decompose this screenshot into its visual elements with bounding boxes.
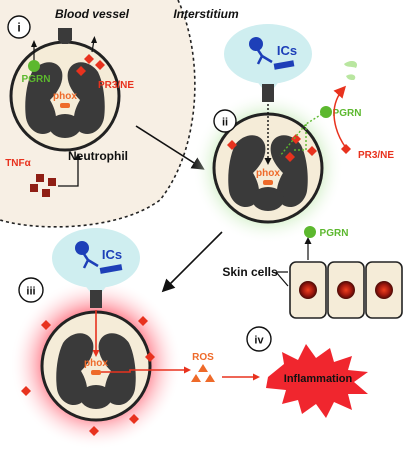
pr3-cleavage-arrow xyxy=(333,85,347,149)
region-label-interstitium: Interstitium xyxy=(173,7,239,21)
pgrn-degraded-fragment xyxy=(344,61,358,68)
step-i-label: i xyxy=(17,21,20,35)
pr3-diamonds-ii xyxy=(227,134,317,162)
inflammation-label: Inflammation xyxy=(284,373,353,385)
phox-to-ros-arrow xyxy=(101,369,186,373)
phox-complex-ii xyxy=(263,180,273,185)
ics-bubble-iii xyxy=(52,228,140,308)
step-i-badge: i xyxy=(7,15,31,39)
inflammation-burst xyxy=(266,344,368,418)
step-iv-label: iv xyxy=(254,335,264,347)
neutrophil-label: Neutrophil xyxy=(68,149,128,163)
step-iv-badge: iv xyxy=(246,326,272,352)
step-iii-label: iii xyxy=(26,286,35,298)
receptor-i xyxy=(58,28,72,44)
phox-label-iii: phox xyxy=(84,358,108,369)
ics-bubble-ii xyxy=(224,24,312,102)
arrow-ii-to-iii xyxy=(161,231,223,293)
neutrophil-cell-iii xyxy=(40,310,152,422)
region-label-blood-vessel: Blood vessel xyxy=(55,7,130,21)
pr3-diamond-ii-extracellular xyxy=(341,144,351,154)
arrow-i-to-ii xyxy=(135,125,205,170)
skin-cells-label: Skin cells xyxy=(222,265,278,279)
phox-label-i: phox xyxy=(53,91,77,102)
vessel-boundary xyxy=(0,0,196,228)
pr3-diamonds-i xyxy=(76,54,105,76)
pgrn-dot-skin xyxy=(304,226,316,238)
tnfa-label: TNFα xyxy=(5,158,31,169)
tnfa-cytokines xyxy=(30,174,56,197)
phox-complex-i xyxy=(60,103,70,108)
ics-label-iii: ICs xyxy=(102,247,122,262)
ros-label: ROS xyxy=(192,352,214,363)
phox-complex-iii xyxy=(91,370,101,375)
pgrn-label-ii: PGRN xyxy=(333,108,362,119)
phox-label-ii: phox xyxy=(256,168,280,179)
pgrn-dot-i xyxy=(28,60,40,72)
pr3-diamonds-iii xyxy=(21,316,155,436)
step-ii-badge: ii xyxy=(213,109,237,133)
skin-cells-pointer xyxy=(275,271,289,287)
skin-cells xyxy=(289,261,403,319)
step-ii-label: ii xyxy=(222,117,228,129)
pgrn-label-skin: PGRN xyxy=(320,228,349,239)
step-iii-badge: iii xyxy=(18,277,44,303)
pr3-ne-label-i: PR3/NE xyxy=(98,80,134,91)
tnfa-arrow xyxy=(58,156,79,187)
pr3-ne-label-ii: PR3/NE xyxy=(358,150,394,161)
ics-label-ii: ICs xyxy=(277,43,297,58)
pgrn-dot-ii xyxy=(320,106,332,118)
pgrn-label-i: PGRN xyxy=(22,74,51,85)
ros-triangles xyxy=(191,364,215,382)
